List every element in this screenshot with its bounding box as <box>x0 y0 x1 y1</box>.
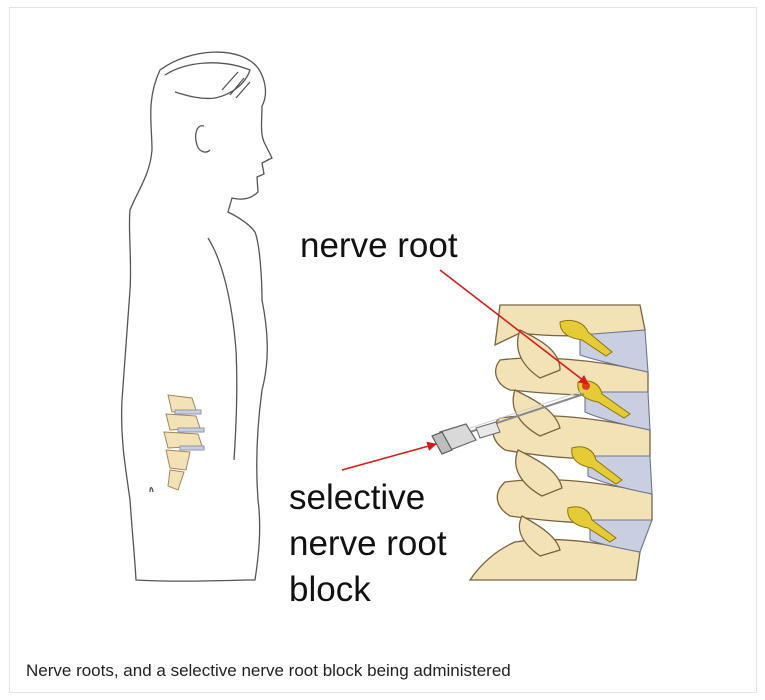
figure-caption: Nerve roots, and a selective nerve root … <box>26 661 511 681</box>
lumbar-spine-closeup <box>470 305 652 580</box>
block-label-line-3: block <box>289 569 371 611</box>
block-label-line-1: selective <box>289 477 425 519</box>
human-body-outline <box>122 52 272 581</box>
nerve-root-label: nerve root <box>300 225 458 267</box>
nerve-block-arrow <box>342 444 436 470</box>
torso-spine <box>164 395 204 490</box>
block-label-line-2: nerve root <box>289 523 447 565</box>
